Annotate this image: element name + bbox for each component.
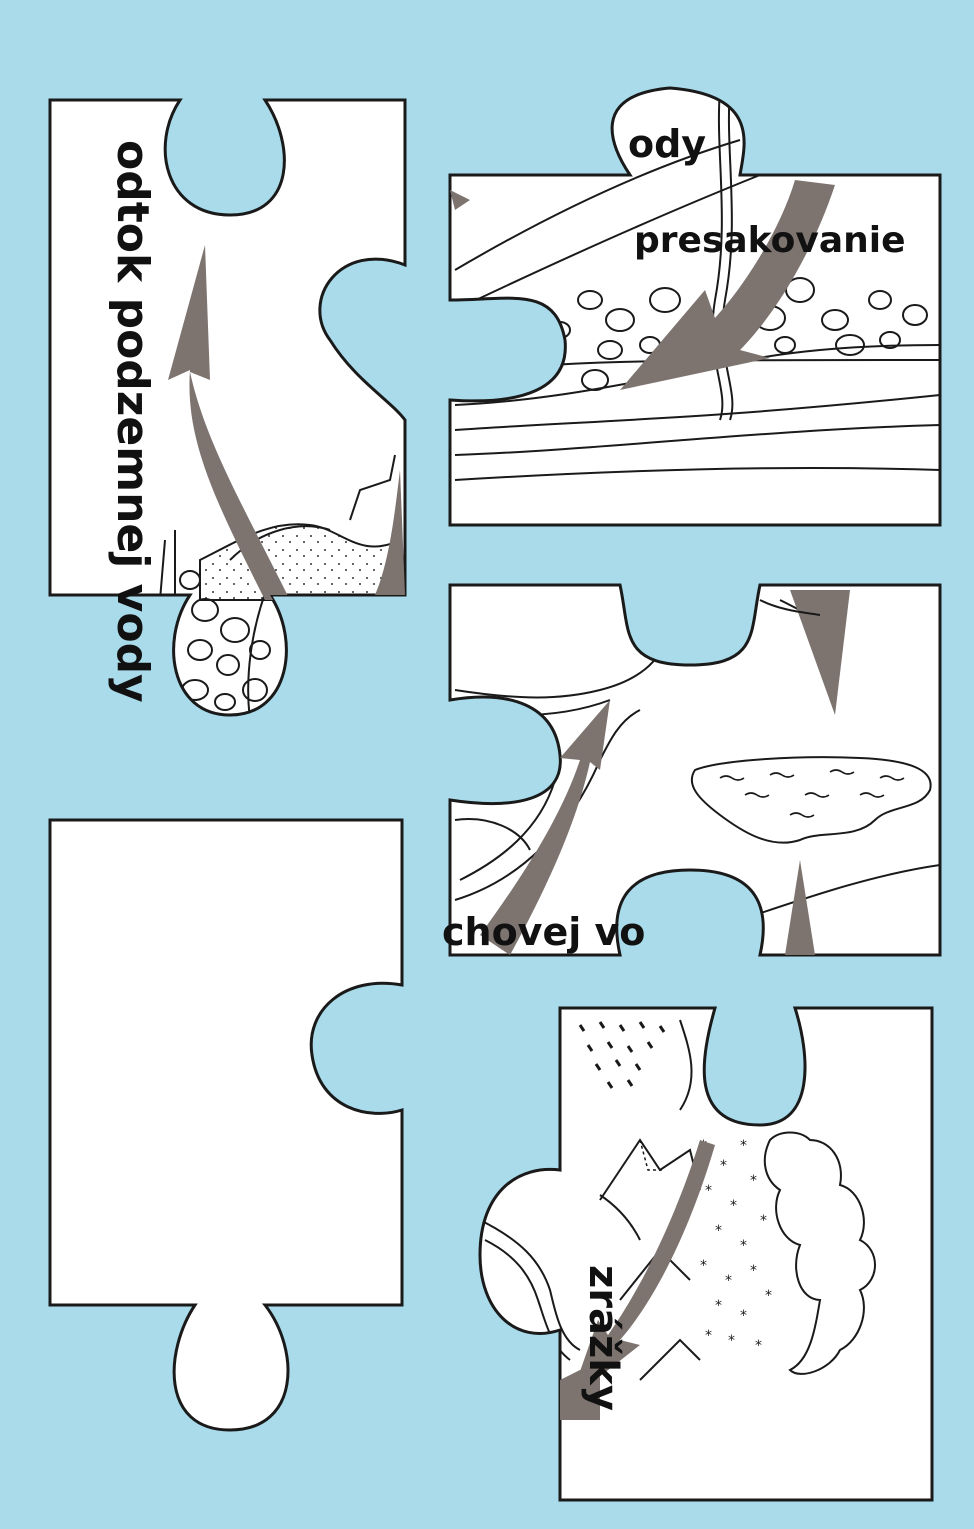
puzzle-piece-top-left[interactable]: odtok podzemnej vody	[48, 98, 407, 720]
pebbles	[179, 570, 271, 711]
precipitation-arrow	[570, 1140, 715, 1400]
svg-text:*: *	[760, 1213, 767, 1229]
snowflakes: **** **** **** **** **	[700, 1138, 772, 1354]
svg-text:*: *	[725, 1273, 732, 1289]
label-odtok-podzemnej-vody: odtok podzemnej vody	[107, 140, 158, 703]
svg-text:*: *	[700, 1258, 707, 1274]
puzzle-piece-bottom-left[interactable]	[48, 818, 404, 1432]
label-presakovanie: presakovanie	[634, 220, 906, 261]
svg-text:*: *	[728, 1333, 735, 1349]
infiltration-arrow	[620, 180, 835, 390]
svg-text:*: *	[750, 1173, 757, 1189]
groundwater-arrow	[168, 245, 290, 600]
puzzle-piece-top-right[interactable]: ody presakovanie	[448, 86, 942, 527]
svg-text:*: *	[705, 1328, 712, 1344]
puzzle-piece-bottom-right[interactable]: **** **** **** **** ** zrážky	[478, 1006, 934, 1502]
svg-text:*: *	[755, 1338, 762, 1354]
label-povrchovej-vody-fragment: chovej vo	[442, 910, 645, 954]
svg-text:*: *	[715, 1298, 722, 1314]
svg-text:*: *	[715, 1223, 722, 1239]
svg-text:*: *	[720, 1158, 727, 1174]
label-vody-fragment: ody	[628, 122, 706, 166]
rain-dashes	[578, 1021, 666, 1089]
lake	[690, 756, 932, 844]
svg-text:*: *	[765, 1288, 772, 1304]
puzzle-piece-middle-right[interactable]: chovej vo	[442, 583, 942, 957]
svg-text:*: *	[740, 1308, 747, 1324]
svg-text:*: *	[750, 1263, 757, 1279]
svg-text:*: *	[740, 1238, 747, 1254]
label-zrazky: zrážky	[580, 1265, 626, 1411]
surface-runoff-arrow	[480, 700, 610, 955]
svg-text:*: *	[740, 1138, 747, 1154]
svg-text:*: *	[730, 1198, 737, 1214]
clouds	[763, 1131, 876, 1375]
svg-text:*: *	[705, 1183, 712, 1199]
